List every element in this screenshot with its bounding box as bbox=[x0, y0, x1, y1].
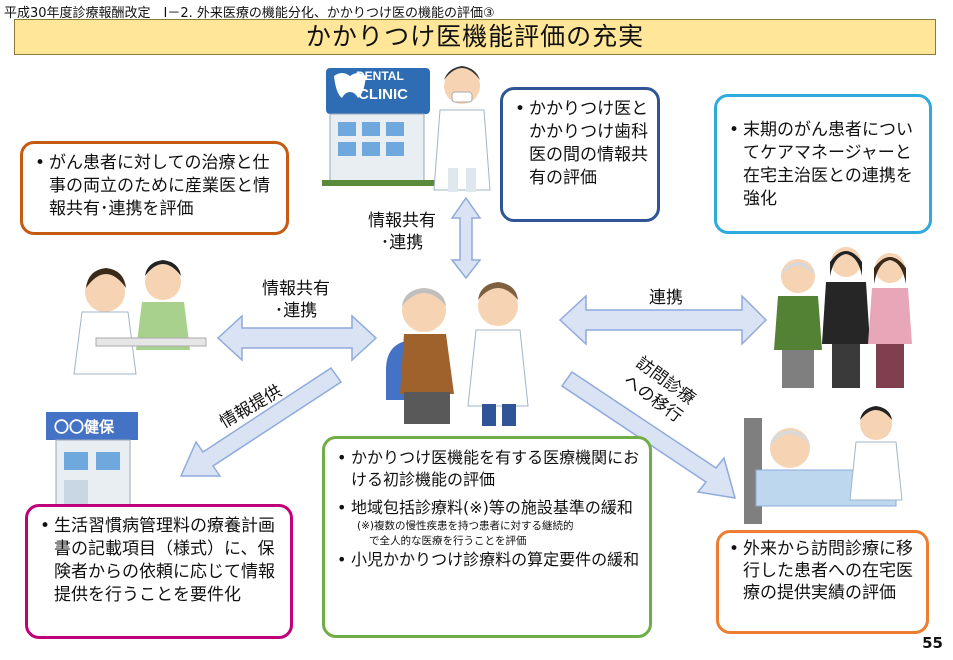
cancer-worker-box: がん患者に対しての治療と仕事の両立のために産業医と情報共有･連携を評価 bbox=[20, 141, 289, 235]
lifestyle-disease-box: 生活習慣病管理料の療養計画書の記載項目（様式）に、保険者からの依頼に応じて情報提… bbox=[25, 504, 293, 639]
cancer-worker-text: がん患者に対しての治療と仕事の両立のために産業医と情報共有･連携を評価 bbox=[31, 152, 278, 221]
center-note-line1: (※)複数の慢性疾患を持つ患者に対する継続的 bbox=[357, 520, 574, 532]
center-primary-care-box: かかりつけ医機能を有する医療機関における初診機能の評価 地域包括診療料(※)等の… bbox=[322, 436, 652, 638]
center-item-1: かかりつけ医機能を有する医療機関における初診機能の評価 bbox=[333, 447, 641, 491]
page-title: かかりつけ医機能評価の充実 bbox=[14, 19, 936, 55]
arrow-label-top-line1: 情報共有 bbox=[368, 211, 436, 231]
arrow-label-top-line2: ･連携 bbox=[380, 233, 424, 253]
page-number: 55 bbox=[922, 634, 943, 652]
care-manager-text: 末期のがん患者についてケアマネージャーと在宅主治医との連携を強化 bbox=[725, 119, 921, 211]
center-item-2: 地域包括診療料(※)等の施設基準の緩和 (※)複数の慢性疾患を持つ患者に対する継… bbox=[333, 497, 641, 549]
occupational-consult-illustration bbox=[73, 260, 207, 375]
arrow-label-top: 情報共有 ･連携 bbox=[356, 210, 448, 254]
arrow-label-right: 連携 bbox=[649, 288, 683, 308]
arrow-down-right bbox=[560, 370, 737, 499]
lifestyle-disease-text: 生活習慣病管理料の療養計画書の記載項目（様式）に、保険者からの依頼に応じて情報提… bbox=[36, 515, 282, 607]
dental-clinic-illustration bbox=[322, 68, 442, 186]
home-visit-illustration bbox=[744, 406, 903, 524]
home-visit-box: 外来から訪問診療に移行した患者への在宅医療の提供実績の評価 bbox=[716, 530, 929, 634]
insurer-sign: 〇〇健保 bbox=[54, 418, 115, 436]
clinic-sign-line1: DENTAL bbox=[356, 69, 404, 83]
arrow-label-left: 情報共有 ･連携 bbox=[248, 278, 344, 322]
clinic-sign-line2: CLINIC bbox=[358, 86, 408, 103]
breadcrumb: 平成30年度診療報酬改定 Ⅰ－2. 外来医療の機能分化、かかりつけ医の機能の評価… bbox=[4, 6, 495, 21]
home-visit-text: 外来から訪問診療に移行した患者への在宅医療の提供実績の評価 bbox=[725, 538, 920, 604]
dentist-illustration bbox=[433, 66, 491, 192]
center-item-2-text: 地域包括診療料(※)等の施設基準の緩和 bbox=[351, 498, 633, 517]
insurer-building-illustration bbox=[46, 412, 138, 515]
arrow-down-left bbox=[179, 366, 343, 477]
care-manager-box: 末期のがん患者についてケアマネージャーと在宅主治医との連携を強化 bbox=[714, 94, 932, 234]
elderly-patient-doctor-illustration bbox=[386, 282, 529, 426]
arrow-left-right bbox=[216, 314, 378, 362]
arrow-left-right-right bbox=[558, 294, 768, 346]
dental-info-box: かかりつけ医とかかりつけ歯科医の間の情報共有の評価 bbox=[500, 87, 660, 222]
family-care-illustration bbox=[774, 247, 912, 388]
arrow-label-left-line1: 情報共有 bbox=[262, 279, 330, 299]
arrow-up-down bbox=[450, 196, 482, 280]
arrow-label-left-line2: ･連携 bbox=[274, 301, 318, 321]
dental-info-text: かかりつけ医とかかりつけ歯科医の間の情報共有の評価 bbox=[511, 98, 649, 190]
center-note-line2: で全人的な医療を行うことを評価 bbox=[369, 535, 527, 547]
center-item-3: 小児かかりつけ診療料の算定要件の緩和 bbox=[333, 549, 641, 571]
